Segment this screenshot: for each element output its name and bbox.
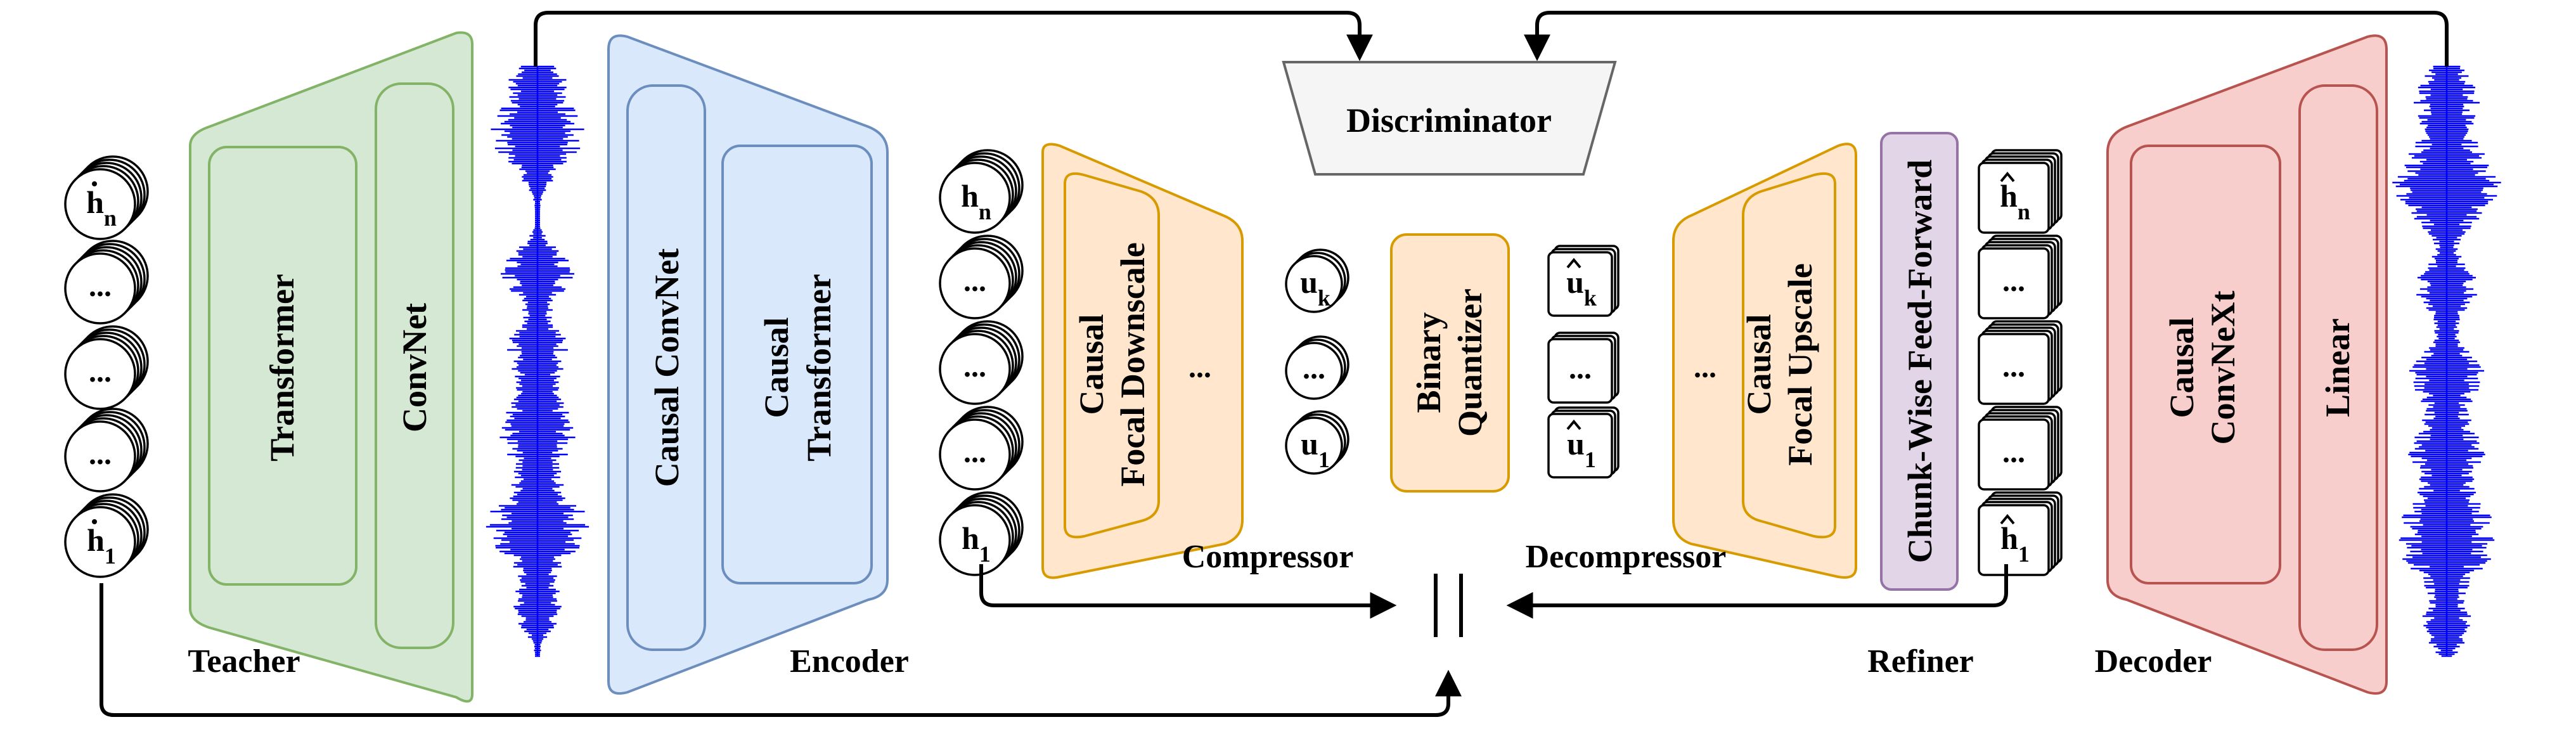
hat-accent-icon: [2000, 171, 2015, 183]
discriminator-label: Discriminator: [1346, 101, 1552, 139]
token-subscript: k: [1584, 285, 1597, 311]
token-ellipsis: ...: [89, 269, 112, 303]
hat-accent-icon: [2000, 513, 2015, 525]
token-circle: ...: [64, 325, 149, 410]
compressor-title: Compressor: [1182, 539, 1354, 575]
encoder-transformer-label: Transformer: [800, 274, 838, 461]
token-subscript: 1: [979, 541, 991, 567]
quantizer-quantizer-label: Quantizer: [1451, 288, 1489, 437]
token-square: uk: [1547, 245, 1620, 317]
decoder-convnext-label: ConvNeXt: [2204, 291, 2242, 445]
token-circle: ...: [939, 235, 1024, 319]
compressor-focal-downscale-label: Focal Downscale: [1114, 242, 1152, 486]
dot-accent-icon: [92, 181, 97, 186]
token-square: ...: [1547, 332, 1620, 404]
dot-accent-icon: [92, 519, 97, 524]
token-circle: uk: [1285, 248, 1349, 313]
quantized-code-stack: uk... u1: [1547, 245, 1620, 479]
token-ellipsis: ...: [963, 435, 986, 469]
encoder-causal-convnet-label: Causal ConvNet: [648, 248, 686, 487]
token-square: ...: [1978, 320, 2063, 405]
token-circle: ...: [64, 408, 149, 493]
compressor-block: Causal Focal Downscale ...: [1041, 143, 1244, 579]
token-ellipsis: ...: [1303, 352, 1325, 385]
token-circle: h1: [939, 491, 1024, 576]
token-subscript: n: [979, 199, 991, 224]
token-ellipsis: ...: [2002, 264, 2025, 298]
token-subscript: n: [104, 205, 117, 231]
encoder-title: Encoder: [790, 643, 909, 680]
quantizer-binary-label: Binary: [1410, 312, 1448, 413]
token-square: ...: [1978, 406, 2063, 491]
token-square: h1: [1978, 491, 2063, 576]
token-ellipsis: ...: [89, 355, 112, 389]
token-square: ...: [1978, 235, 2063, 319]
token-ellipsis: ...: [2002, 435, 2025, 469]
token-square: u1: [1547, 406, 1620, 479]
decompressor-block: Causal Focal Upscale ...: [1672, 143, 1857, 579]
waveform-trace: [486, 65, 589, 657]
teacher-to-loss-arrow: [100, 583, 1462, 717]
decompressor-dots: ...: [1694, 351, 1716, 384]
decoder-title: Decoder: [2095, 643, 2212, 680]
binary-quantizer-block: Binary Quantizer: [1390, 233, 1510, 493]
token-subscript: 1: [1318, 447, 1330, 472]
token-subscript: n: [2018, 199, 2030, 224]
discriminator-block: Discriminator: [1282, 61, 1617, 176]
token-circle: hn: [64, 155, 149, 240]
token-circle: h1: [64, 493, 149, 578]
teacher-state-stack: hn......... h1: [64, 155, 149, 578]
code-stack: uk... u1: [1285, 248, 1349, 475]
teacher-block: Transformer ConvNet: [189, 31, 473, 703]
token-circle: hn: [939, 149, 1024, 234]
output-waveform: [2392, 65, 2501, 657]
token-subscript: 1: [1585, 447, 1596, 472]
teacher-transformer-label: Transformer: [263, 274, 301, 461]
waveform-to-discriminator-arrow: [534, 11, 1373, 67]
connector-lines: [100, 11, 2449, 717]
token-circle: ...: [1285, 335, 1349, 400]
output-to-discriminator-arrow: [1524, 11, 2449, 67]
distance-loss-symbol: [1434, 574, 1463, 637]
token-subscript: 1: [105, 543, 116, 569]
token-ellipsis: ...: [1569, 352, 1592, 385]
compressor-causal-label: Causal: [1072, 314, 1111, 415]
token-subscript: 1: [2018, 541, 2030, 567]
decoder-block: Causal ConvNeXt Linear: [2106, 34, 2388, 695]
token-subscript: k: [1318, 285, 1330, 311]
token-ellipsis: ...: [89, 437, 112, 471]
input-waveform: [486, 65, 589, 657]
hat-accent-icon: [1566, 257, 1581, 269]
token-square: hn: [1978, 149, 2063, 234]
encoder-causal-label: Causal: [757, 317, 795, 418]
token-ellipsis: ...: [2002, 350, 2025, 384]
refined-state-stack: hn......... h1: [1978, 149, 2063, 576]
token-circle: ...: [64, 240, 149, 325]
token-circle: u1: [1285, 410, 1349, 475]
token-ellipsis: ...: [963, 264, 986, 298]
compressor-dots: ...: [1188, 351, 1211, 384]
encoder-state-stack: hn......... h1: [939, 149, 1024, 576]
decompressor-focal-upscale-label: Focal Upscale: [1781, 263, 1819, 465]
waveform-trace: [2392, 65, 2501, 657]
teacher-title: Teacher: [188, 643, 300, 680]
encoder-to-loss-arrow: [979, 564, 1397, 619]
decoder-causal-label: Causal: [2163, 317, 2201, 418]
token-circle: ...: [939, 406, 1024, 491]
decoder-linear-label: Linear: [2319, 318, 2357, 417]
refiner-to-loss-arrow: [1506, 564, 2008, 619]
decompressor-causal-label: Causal: [1740, 314, 1778, 415]
refiner-chunk-wise-label: Chunk-Wise Feed-Forward: [1901, 160, 1939, 564]
hat-accent-icon: [1566, 419, 1581, 430]
refiner-block: Chunk-Wise Feed-Forward: [1880, 132, 1959, 591]
encoder-block: Causal ConvNet Causal Transformer: [607, 34, 889, 695]
token-circle: ...: [939, 320, 1024, 405]
decompressor-title: Decompressor: [1526, 539, 1727, 575]
refiner-title: Refiner: [1867, 643, 1973, 680]
teacher-convnet-label: ConvNet: [396, 303, 434, 432]
token-ellipsis: ...: [963, 350, 986, 384]
